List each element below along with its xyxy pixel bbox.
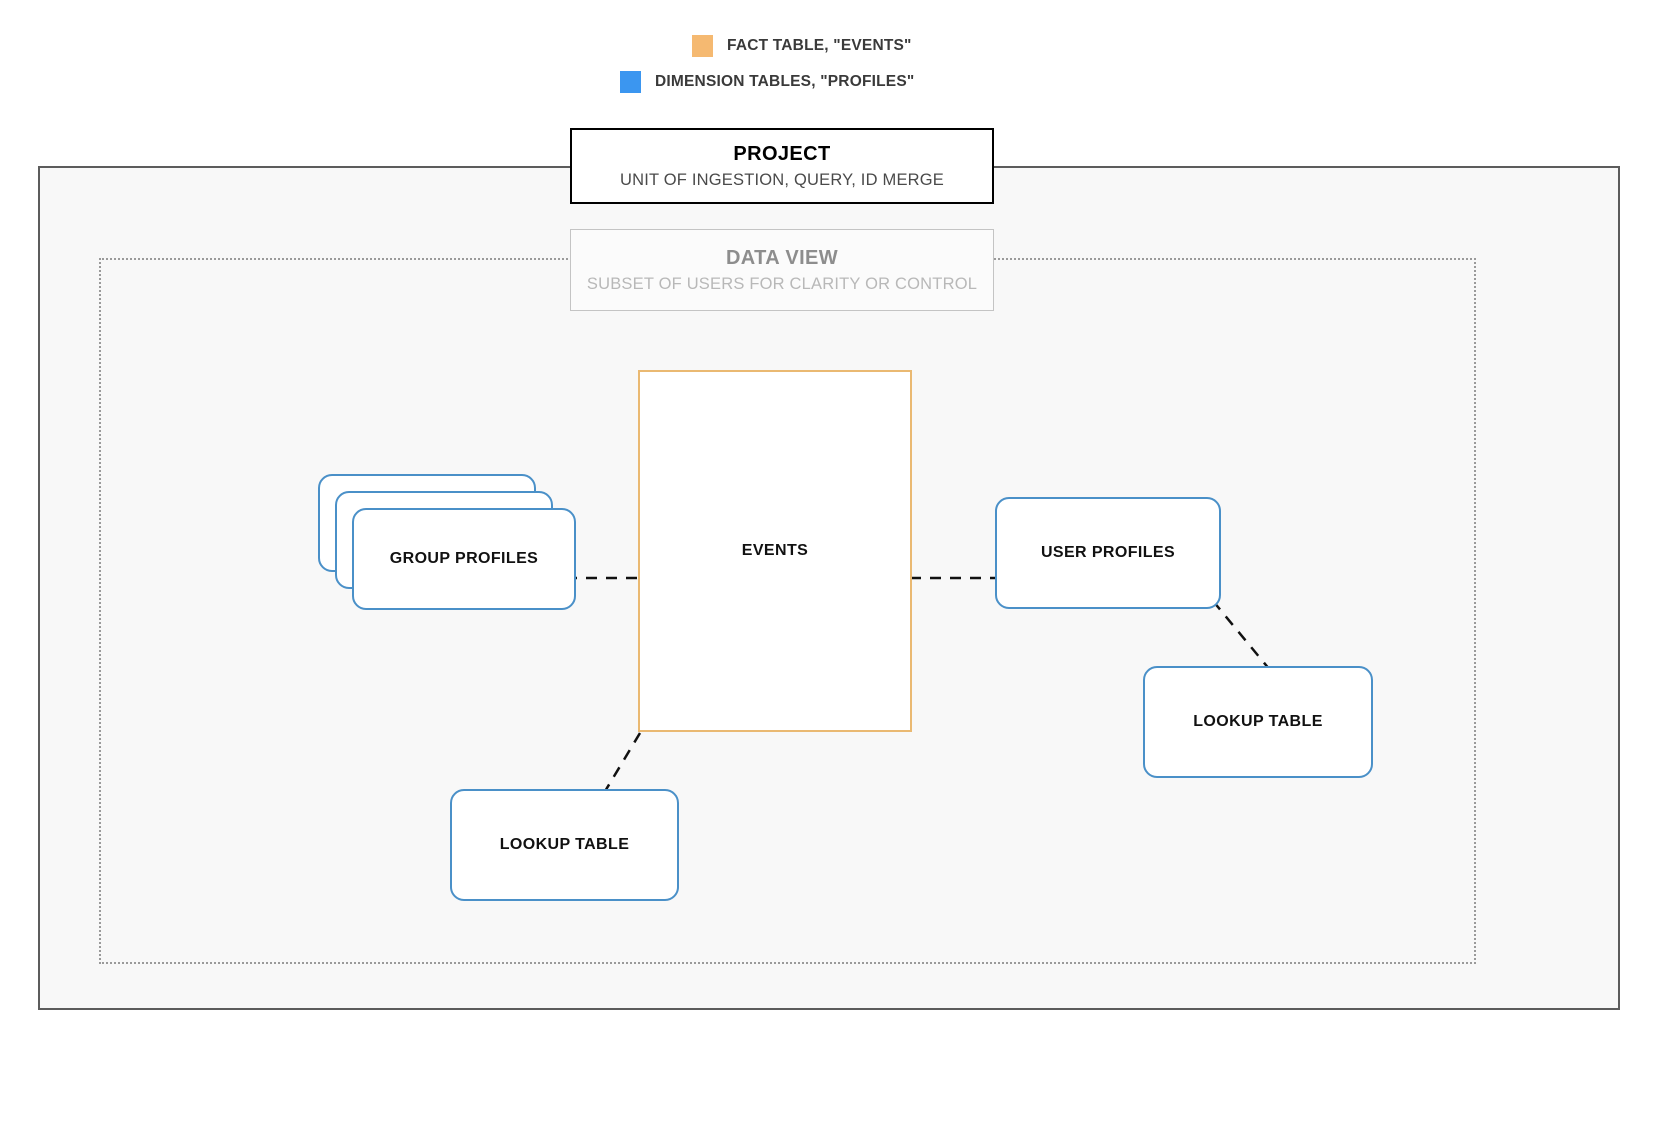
node-user-profiles[interactable]: USER PROFILES: [995, 497, 1221, 609]
legend-label-fact-table: FACT TABLE, "EVENTS": [727, 37, 912, 54]
data-view-title: DATA VIEW: [725, 246, 839, 269]
node-group-profiles-label: GROUP PROFILES: [389, 550, 539, 567]
node-user-profiles-label: USER PROFILES: [1040, 544, 1176, 561]
data-view-subtitle: SUBSET OF USERS FOR CLARITY OR CONTROL: [586, 274, 978, 293]
node-events[interactable]: EVENTS: [638, 370, 912, 732]
fact-table-swatch: [692, 35, 713, 57]
node-lookup-table-left-label: LOOKUP TABLE: [499, 836, 630, 853]
legend-label-dimension-tables: DIMENSION TABLES, "PROFILES": [655, 73, 915, 90]
node-lookup-table-right-label: LOOKUP TABLE: [1193, 713, 1323, 730]
dimension-table-swatch: [620, 71, 641, 93]
project-title: PROJECT: [733, 142, 831, 165]
project-subtitle: UNIT OF INGESTION, QUERY, ID MERGE: [619, 170, 944, 189]
legend-item-dimension-tables: DIMENSION TABLES, "PROFILES": [620, 71, 914, 93]
node-lookup-table-left[interactable]: LOOKUP TABLE: [450, 789, 679, 901]
node-events-label: EVENTS: [741, 542, 809, 559]
project-label-box: PROJECT UNIT OF INGESTION, QUERY, ID MER…: [570, 128, 994, 204]
data-view-label-box: DATA VIEW SUBSET OF USERS FOR CLARITY OR…: [570, 229, 994, 311]
legend-item-fact-table: FACT TABLE, "EVENTS": [692, 35, 912, 57]
group-profiles-card-front[interactable]: GROUP PROFILES: [352, 508, 576, 610]
node-lookup-table-right[interactable]: LOOKUP TABLE: [1143, 666, 1373, 778]
node-group-profiles[interactable]: GROUP PROFILES: [318, 474, 576, 610]
